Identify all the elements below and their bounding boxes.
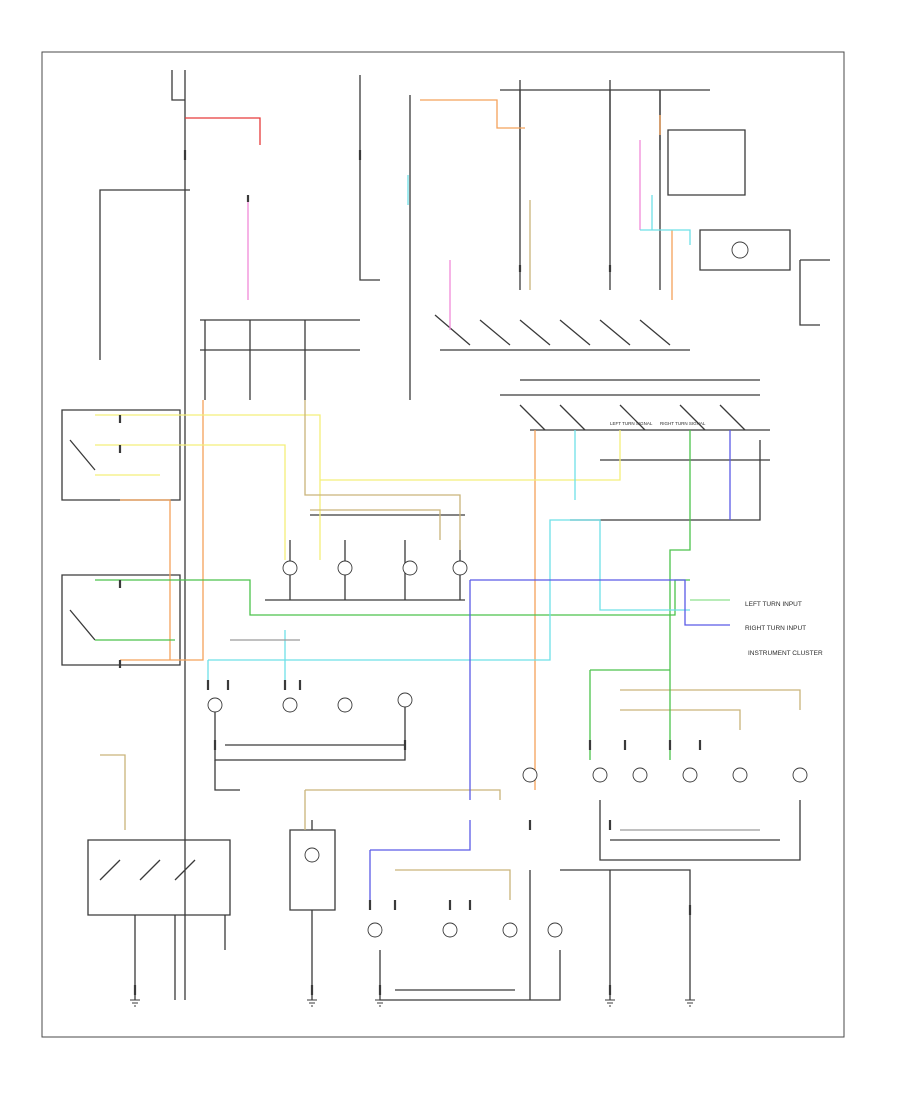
- bulb-icon: [402, 560, 418, 576]
- ground-icon: [685, 999, 695, 1007]
- bulb-icon: [367, 922, 383, 938]
- green-wire-2: [669, 430, 691, 760]
- bulb-icon: [792, 767, 808, 783]
- bulb-icon: [442, 922, 458, 938]
- tan-wire: [304, 400, 461, 550]
- diagram-frame: [41, 51, 845, 1038]
- ground-icon: [605, 999, 615, 1007]
- bulb-icon: [732, 767, 748, 783]
- tan-wire-5: [395, 869, 511, 900]
- yellow-wire-3: [320, 430, 621, 481]
- bulb-icon: [522, 767, 538, 783]
- right-turn-input-label: RIGHT TURN INPUT: [745, 625, 806, 632]
- connector-ticks: [118, 150, 702, 995]
- orange-wire: [420, 99, 525, 129]
- bulb-icon: [632, 767, 648, 783]
- bulb-icon: [397, 692, 413, 708]
- bulb-icon: [207, 697, 223, 713]
- bulb-icon: [304, 847, 320, 863]
- green-wire-3: [589, 669, 670, 760]
- yellow-wire: [95, 414, 321, 560]
- bulb-icon-group: [207, 241, 808, 938]
- instrument-cluster-label: INSTRUMENT CLUSTER: [748, 650, 823, 657]
- cyan-wire: [208, 519, 690, 661]
- tan-wire-9: [100, 754, 126, 830]
- yellow-wire-2: [95, 444, 286, 560]
- orange-wire-2: [120, 400, 204, 661]
- ground-icon: [130, 999, 140, 1007]
- black-wires: [61, 70, 830, 1001]
- bulb-icon: [592, 767, 608, 783]
- bulb-icon: [452, 560, 468, 576]
- bulb-icon: [547, 922, 563, 938]
- tan-wire-2: [310, 509, 441, 540]
- tan-wire-6: [620, 689, 801, 710]
- bulb-icon: [337, 697, 353, 713]
- bulb-icon: [282, 560, 298, 576]
- blue-wire: [470, 579, 730, 626]
- tan-wire-3: [305, 789, 501, 800]
- ground-icon: [375, 999, 385, 1007]
- bulb-icon: [282, 697, 298, 713]
- bulb-icon: [502, 922, 518, 938]
- cyan-wire-6: [640, 229, 691, 245]
- tan-wire-7: [620, 709, 741, 730]
- bulb-icon: [731, 241, 749, 259]
- right-turn-signal-label: RIGHT TURN SIGNAL: [660, 421, 706, 426]
- red-wire: [185, 117, 261, 145]
- left-turn-input-label: LEFT TURN INPUT: [745, 601, 802, 608]
- blue-wire-4: [370, 820, 471, 851]
- ground-icon-group: [130, 999, 695, 1007]
- orange-wire-3: [120, 499, 171, 660]
- ground-icon: [307, 999, 317, 1007]
- left-turn-signal-label: LEFT TURN SIGNAL: [610, 421, 653, 426]
- bulb-icon: [337, 560, 353, 576]
- bulb-icon: [682, 767, 698, 783]
